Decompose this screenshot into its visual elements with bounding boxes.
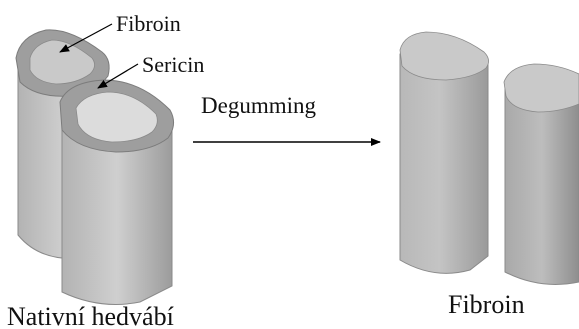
fibroin-callout-label: Fibroin (116, 11, 181, 36)
native-silk-caption: Nativní hedvábí (7, 302, 174, 329)
degumming-step: Degumming (193, 93, 380, 142)
fibroin-filament-2-top (504, 64, 579, 112)
fibroin-filament-1-top (400, 32, 489, 80)
sericin-callout-label: Sericin (142, 52, 204, 77)
degumming-label: Degumming (201, 93, 316, 118)
fibroin-filament-1-body (400, 54, 488, 273)
fibroin-caption: Fibroin (448, 290, 525, 319)
fibroin-filament-2-body (505, 86, 579, 284)
fibroin-illustration (400, 32, 579, 284)
